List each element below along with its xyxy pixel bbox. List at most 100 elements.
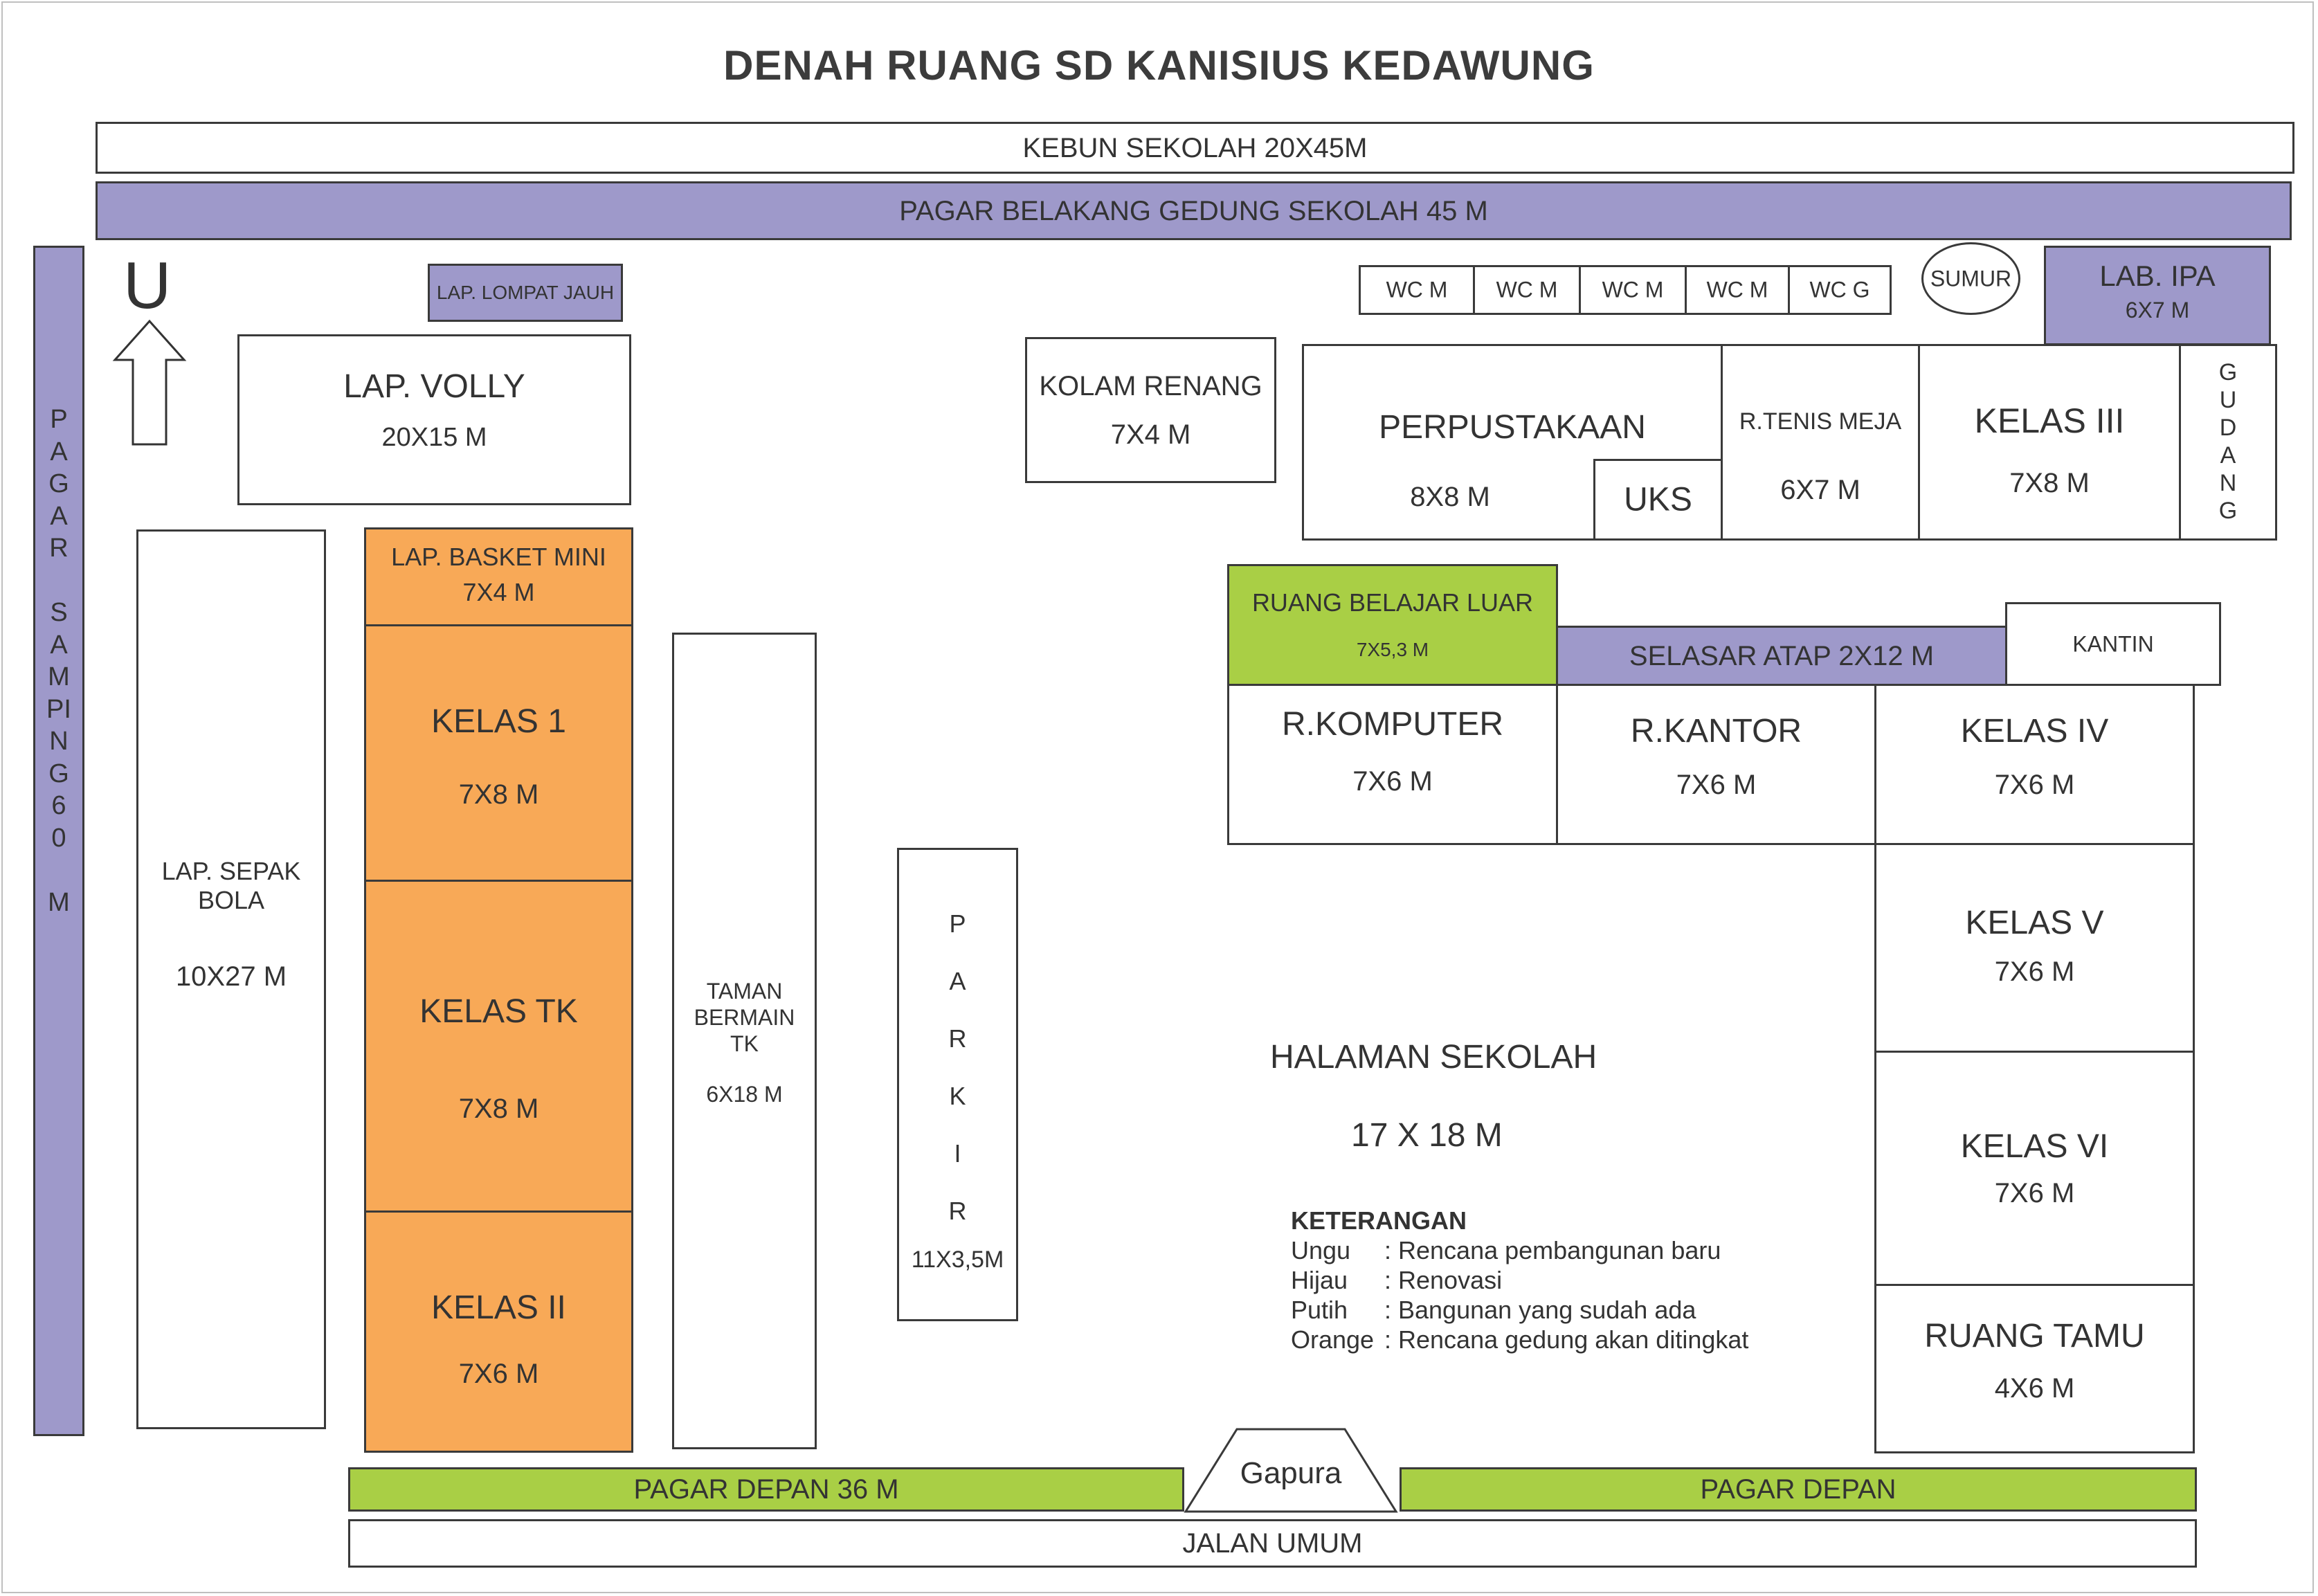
- ruang-belajar-luar: RUANG BELAJAR LUAR 7X5,3 M: [1227, 564, 1558, 686]
- kelas3-size: 7X8 M: [2009, 468, 2090, 498]
- legend-title: KETERANGAN: [1291, 1206, 1467, 1235]
- lompat-jauh-label: LAP. LOMPAT JAUH: [436, 281, 615, 303]
- kelas-tk: KELAS TK 7X8 M: [364, 880, 633, 1213]
- kelas1-size: 7X8 M: [458, 779, 539, 810]
- page-title: DENAH RUANG SD KANISIUS KEDAWUNG: [723, 42, 1595, 89]
- kelas4-size: 7X6 M: [1994, 770, 2075, 800]
- jalan-umum: JALAN UMUM: [348, 1519, 2197, 1568]
- lap-sepak-bola: LAP. SEPAK BOLA 10X27 M: [136, 529, 326, 1429]
- parkir-size: 11X3,5M: [911, 1246, 1004, 1273]
- uks: UKS: [1593, 459, 1723, 541]
- kelas3-name: KELAS III: [1974, 401, 2125, 440]
- wc-m-3: WC M: [1579, 265, 1687, 315]
- kelas-1: KELAS 1 7X8 M: [364, 624, 633, 882]
- kebun-sekolah: KEBUN SEKOLAH 20X45M: [96, 122, 2294, 174]
- kantin-label: KANTIN: [2072, 631, 2154, 657]
- jalan-label: JALAN UMUM: [1182, 1528, 1363, 1559]
- kolam-name: KOLAM RENANG: [1039, 371, 1262, 401]
- kelas6-name: KELAS VI: [1960, 1128, 2109, 1165]
- pagar-depan-kanan: PAGAR DEPAN: [1400, 1467, 2197, 1512]
- tenis-size: 6X7 M: [1780, 475, 1860, 505]
- lap-basket-mini: LAP. BASKET MINI 7X4 M: [364, 527, 633, 626]
- lap-lompat-jauh: LAP. LOMPAT JAUH: [428, 264, 623, 322]
- kelas-6: KELAS VI 7X6 M: [1874, 1051, 2195, 1286]
- pagar-depan-kiri-label: PAGAR DEPAN 36 M: [633, 1474, 899, 1505]
- kebun-label: KEBUN SEKOLAH 20X45M: [1022, 132, 1368, 163]
- kelas5-name: KELAS V: [1965, 905, 2104, 941]
- sumur: SUMUR: [1921, 242, 2020, 315]
- wc-label: WC M: [1602, 277, 1664, 302]
- r-kantor: R.KANTOR 7X6 M: [1556, 684, 1876, 845]
- wc-m-2: WC M: [1473, 265, 1581, 315]
- gudang: G U D A N G: [2179, 344, 2277, 541]
- kelas4-name: KELAS IV: [1960, 713, 2109, 750]
- wc-label: WC M: [1496, 277, 1558, 302]
- kolam-renang: KOLAM RENANG 7X4 M: [1025, 337, 1276, 483]
- pagar-depan-36m: PAGAR DEPAN 36 M: [348, 1467, 1184, 1512]
- pagar-samping-label: P A G A R S A M PI N G 6 0 M: [46, 405, 71, 917]
- uks-label: UKS: [1624, 481, 1692, 518]
- r-komputer: R.KOMPUTER 7X6 M: [1227, 684, 1558, 845]
- halaman-sekolah-name: HALAMAN SEKOLAH: [1270, 1039, 1597, 1076]
- perpustakaan-name: PERPUSTAKAAN: [1379, 409, 1646, 446]
- komputer-name: R.KOMPUTER: [1281, 706, 1503, 743]
- ruang-belajar-name: RUANG BELAJAR LUAR: [1251, 588, 1534, 617]
- tamu-size: 4X6 M: [1994, 1373, 2075, 1404]
- basket-size: 7X4 M: [462, 578, 535, 606]
- north-label: U: [123, 248, 172, 323]
- kelas6-size: 7X6 M: [1994, 1178, 2075, 1208]
- selasar-label: SELASAR ATAP 2X12 M: [1629, 640, 1935, 671]
- kelas-2: KELAS II 7X6 M: [364, 1210, 633, 1453]
- kelas-3: KELAS III 7X8 M: [1918, 344, 2181, 541]
- sumur-label: SUMUR: [1930, 266, 2012, 291]
- perpustakaan-size: 8X8 M: [1410, 482, 1490, 512]
- kelas1-name: KELAS 1: [431, 703, 566, 740]
- kolam-size: 7X4 M: [1110, 419, 1191, 450]
- taman-name: TAMAN BERMAIN TK: [694, 979, 795, 1056]
- ruang-belajar-size: 7X5,3 M: [1356, 639, 1429, 660]
- kantor-name: R.KANTOR: [1630, 713, 1802, 750]
- north-arrow-icon: [112, 319, 187, 446]
- lap-volly: LAP. VOLLY 20X15 M: [237, 334, 631, 505]
- kelas2-size: 7X6 M: [458, 1359, 539, 1389]
- parkir-name: P A R K I R: [948, 909, 967, 1225]
- tamu-name: RUANG TAMU: [1924, 1318, 2145, 1354]
- kelas2-name: KELAS II: [431, 1289, 566, 1326]
- gudang-label: G U D A N G: [2218, 359, 2238, 524]
- wc-label: WC M: [1706, 277, 1768, 302]
- halaman-sekolah-size: 17 X 18 M: [1351, 1117, 1503, 1154]
- gapura-label: Gapura: [1240, 1456, 1342, 1490]
- kantor-size: 7X6 M: [1676, 770, 1757, 800]
- volly-size: 20X15 M: [381, 423, 487, 452]
- kantin: KANTIN: [2005, 602, 2221, 686]
- pagar-belakang: PAGAR BELAKANG GEDUNG SEKOLAH 45 M: [96, 181, 2292, 240]
- lab-ipa-name: LAB. IPA: [2099, 260, 2216, 292]
- taman-size: 6X18 M: [706, 1082, 783, 1107]
- kelas5-size: 7X6 M: [1994, 956, 2075, 987]
- wc-g: WC G: [1788, 265, 1892, 315]
- wc-label: WC M: [1386, 277, 1448, 302]
- parkir: P A R K I R 11X3,5M: [897, 848, 1018, 1321]
- komputer-size: 7X6 M: [1352, 766, 1433, 797]
- sepak-bola-name: LAP. SEPAK BOLA: [161, 857, 301, 914]
- selasar-atap: SELASAR ATAP 2X12 M: [1556, 626, 2007, 686]
- wc-m-4: WC M: [1685, 265, 1790, 315]
- pagar-samping: P A G A R S A M PI N G 6 0 M: [33, 246, 84, 1436]
- basket-name: LAP. BASKET MINI: [391, 543, 606, 571]
- sepak-bola-size: 10X27 M: [175, 961, 287, 992]
- kelas-4: KELAS IV 7X6 M: [1874, 684, 2195, 845]
- kelas-tk-size: 7X8 M: [458, 1094, 539, 1124]
- volly-name: LAP. VOLLY: [343, 368, 525, 405]
- r-tenis-meja: R.TENIS MEJA 6X7 M: [1721, 344, 1920, 541]
- ruang-tamu: RUANG TAMU 4X6 M: [1874, 1284, 2195, 1453]
- kelas-tk-name: KELAS TK: [419, 993, 578, 1030]
- legend-row: Orange: Rencana gedung akan ditingkat: [1291, 1325, 1749, 1354]
- legend-row: Putih: Bangunan yang sudah ada: [1291, 1296, 1696, 1324]
- legend: KETERANGAN Ungu: Rencana pembangunan bar…: [1291, 1206, 1748, 1354]
- lab-ipa: LAB. IPA 6X7 M: [2044, 246, 2271, 345]
- tenis-name: R.TENIS MEJA: [1739, 408, 1902, 435]
- legend-row: Hijau: Renovasi: [1291, 1266, 1503, 1294]
- gapura-shape: [1184, 1428, 1398, 1513]
- taman-bermain-tk: TAMAN BERMAIN TK 6X18 M: [672, 633, 817, 1449]
